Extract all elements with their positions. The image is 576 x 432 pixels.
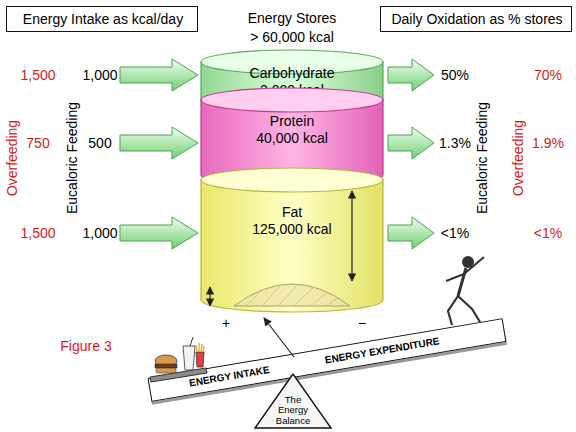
node-text: Daily Oxidation as % stores — [391, 11, 562, 27]
drink-cup — [183, 346, 195, 370]
node-text: Energy Intake as kcal/day — [23, 11, 183, 27]
intake-arrow — [120, 127, 198, 159]
node-text: The Energy Balance — [270, 395, 316, 426]
column-heading: Overfeeding — [4, 120, 20, 196]
overfeeding-intake: 750 — [26, 135, 49, 151]
fat-size-arrow — [351, 191, 352, 281]
burger-bun — [155, 355, 177, 367]
drink-straw — [190, 337, 193, 346]
fries — [196, 343, 204, 352]
fulcrum-outline — [255, 374, 331, 428]
person-legs — [448, 296, 480, 325]
overfeeding-intake: 1,500 — [20, 225, 55, 241]
person-body — [458, 268, 466, 296]
eucaloric-oxidation: 1.3% — [439, 135, 471, 151]
node-text: Carbohydrate — [250, 65, 335, 81]
exercising-person — [446, 256, 484, 325]
overfeeding-oxidation: 1.9% — [532, 135, 564, 151]
node-text: Energy Stores — [248, 10, 337, 26]
eucaloric-oxidation: <1% — [441, 225, 469, 241]
balance-pointer — [264, 318, 294, 357]
eucaloric-intake: 1,000 — [82, 67, 117, 83]
overfeeding-oxidation: <1% — [534, 225, 562, 241]
overfeeding-intake: 1,500 — [20, 67, 55, 83]
burger-bun — [156, 368, 176, 373]
cylinder-body — [201, 180, 383, 312]
eucaloric-intake: 500 — [88, 135, 111, 151]
gauge-dome — [234, 284, 350, 306]
cylinder-top — [201, 88, 383, 112]
dome-hatching — [246, 284, 338, 306]
person-head — [462, 256, 474, 268]
node-text: Protein — [270, 113, 314, 129]
column-heading: Eucaloric Feeding — [64, 102, 80, 214]
fat-cylinder: Fat125,000 kcal — [200, 168, 384, 312]
burger-patty — [155, 364, 177, 368]
node-text: ENERGY INTAKE — [188, 364, 270, 389]
balance-beam: ENERGY INTAKE ENERGY EXPENDITURE — [148, 318, 507, 402]
node-text: 125,000 kcal — [252, 221, 331, 237]
column-heading: Eucaloric Feeding — [474, 102, 490, 214]
sign-label: − — [358, 315, 366, 331]
header-box: Energy Intake as kcal/day — [6, 6, 198, 32]
node-text: > 60,000 kcal — [250, 29, 334, 45]
node-text: Fat — [282, 204, 302, 220]
fries-box — [196, 352, 204, 367]
node-text: 40,000 kcal — [256, 130, 328, 146]
cylinder-top — [201, 168, 383, 192]
overfeeding-oxidation: 70% — [534, 67, 562, 83]
cylinder-shape — [200, 168, 384, 312]
header-box: Daily Oxidation as % stores — [380, 6, 572, 32]
oxidation-arrow — [388, 127, 434, 159]
fat-change-arrow — [209, 287, 210, 306]
oxidation-arrow — [388, 59, 434, 91]
food-illustration — [150, 337, 207, 382]
column-heading: Overfeeding — [510, 120, 526, 196]
intake-arrow — [120, 59, 198, 91]
figure-caption: Figure 3 — [60, 338, 111, 354]
fulcrum-triangle: The Energy Balance — [255, 374, 331, 428]
eucaloric-oxidation: 50% — [441, 67, 469, 83]
sign-label: + — [222, 315, 230, 331]
oxidation-arrow — [388, 217, 434, 249]
eucaloric-intake: 1,000 — [82, 225, 117, 241]
person-arms — [446, 257, 484, 281]
intake-arrow — [120, 217, 198, 249]
node-text: ENERGY EXPENDITURE — [324, 335, 440, 366]
food-tray — [150, 368, 207, 382]
energy-stores-stack: Energy Stores> 60,000 kcalCarbohydrate2,… — [200, 50, 384, 312]
